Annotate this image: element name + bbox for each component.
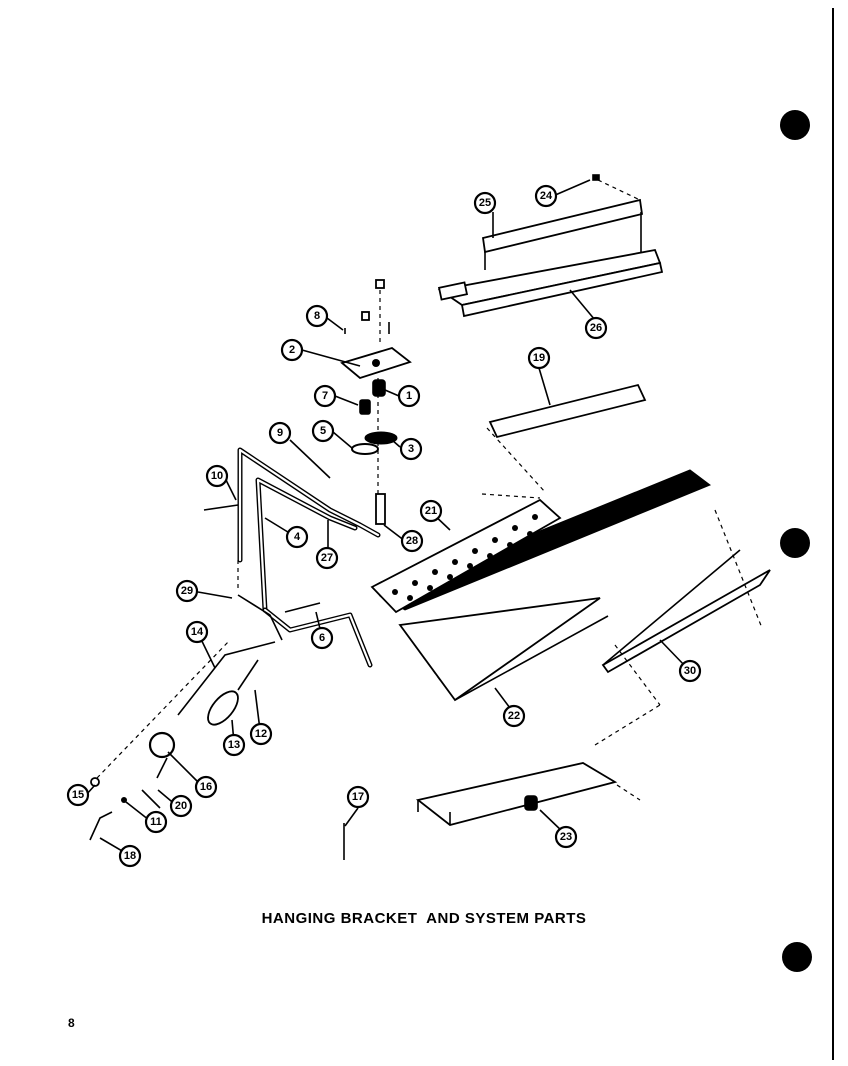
binder-hole-bottom (782, 942, 812, 972)
gasket (364, 431, 398, 445)
callout-11-label: 11 (150, 816, 162, 828)
callout-2: 2 (280, 338, 304, 362)
bracket-upper-rail (481, 198, 644, 254)
callout-18: 18 (118, 844, 142, 868)
callout-21-label: 21 (425, 505, 437, 517)
callout-16: 16 (194, 775, 218, 799)
callout-27-label: 27 (321, 552, 333, 564)
callout-9: 9 (268, 421, 292, 445)
control-head-assembly (340, 279, 412, 525)
callout-14-label: 14 (191, 626, 204, 638)
callout-22: 22 (502, 704, 526, 728)
callout-15-label: 15 (72, 789, 84, 801)
callout-18-label: 18 (124, 850, 136, 862)
callout-27: 27 (315, 546, 339, 570)
seal-ring (351, 443, 379, 455)
evaporator-coil (370, 469, 712, 614)
callout-13: 13 (222, 733, 246, 757)
diagram-title: HANGING BRACKET AND SYSTEM PARTS (261, 910, 587, 927)
lower-panel (398, 597, 601, 702)
callout-26: 26 (584, 316, 608, 340)
callout-7: 7 (313, 384, 337, 408)
callout-3: 3 (399, 437, 423, 461)
side-tray (601, 569, 771, 674)
callout-10: 10 (205, 464, 229, 488)
callout-28-label: 28 (406, 535, 418, 547)
drain-pan (415, 762, 618, 826)
callout-30: 30 (678, 659, 702, 683)
callout-26-label: 26 (590, 322, 602, 334)
capillary-coil (148, 731, 176, 759)
drain-trays (398, 383, 771, 826)
valve-body (372, 379, 386, 397)
callout-23: 23 (554, 825, 578, 849)
callout-1: 1 (397, 384, 421, 408)
callout-14: 14 (185, 620, 209, 644)
callout-30-label: 30 (684, 665, 696, 677)
callout-15: 15 (66, 783, 90, 807)
callout-10-label: 10 (211, 470, 223, 482)
callout-5: 5 (311, 419, 335, 443)
callout-21: 21 (419, 499, 443, 523)
callout-9-label: 9 (277, 427, 283, 439)
callout-24-label: 24 (540, 190, 553, 202)
callout-5-label: 5 (320, 425, 326, 437)
callout-17-label: 17 (352, 791, 364, 803)
system-tubing (203, 447, 381, 668)
bracket-lower-flange (460, 261, 664, 318)
refrigerant-line-parts (89, 594, 345, 860)
callout-13-label: 13 (228, 739, 240, 751)
callout-25: 25 (473, 191, 497, 215)
leader-lines (85, 179, 688, 856)
capillary-fitting (375, 493, 386, 525)
top-cap (375, 279, 385, 289)
callout-23-label: 23 (560, 831, 572, 843)
callout-8: 8 (305, 304, 329, 328)
callout-25-label: 25 (479, 197, 491, 209)
callout-6: 6 (310, 626, 334, 650)
binder-hole-top (780, 110, 810, 140)
binder-hole-middle (780, 528, 810, 558)
callout-17: 17 (346, 785, 370, 809)
top-panel (488, 383, 647, 439)
valve-fitting (359, 399, 371, 415)
callout-3-label: 3 (408, 443, 414, 455)
page-number: 8 (68, 1016, 75, 1030)
callout-20: 20 (169, 794, 193, 818)
callout-29: 29 (175, 579, 199, 603)
callout-6-label: 6 (319, 632, 325, 644)
callout-4-label: 4 (294, 531, 301, 543)
drier-filter (207, 690, 239, 726)
callout-22-label: 22 (508, 710, 520, 722)
callout-8-label: 8 (314, 310, 320, 322)
callout-4: 4 (285, 525, 309, 549)
bracket-end-block (437, 281, 469, 301)
callout-19-label: 19 (533, 352, 545, 364)
callout-20-label: 20 (175, 800, 187, 812)
callout-1-label: 1 (406, 390, 412, 402)
callout-11: 11 (144, 810, 168, 834)
callout-12-label: 12 (255, 728, 267, 740)
hanging-bracket-assembly (437, 174, 664, 318)
callout-7-label: 7 (322, 390, 328, 402)
callout-24: 24 (534, 184, 558, 208)
callout-28: 28 (400, 529, 424, 553)
callout-2-label: 2 (289, 344, 295, 356)
callout-12: 12 (249, 722, 273, 746)
callout-19: 19 (527, 346, 551, 370)
callout-16-label: 16 (200, 781, 212, 793)
callout-29-label: 29 (181, 585, 193, 597)
